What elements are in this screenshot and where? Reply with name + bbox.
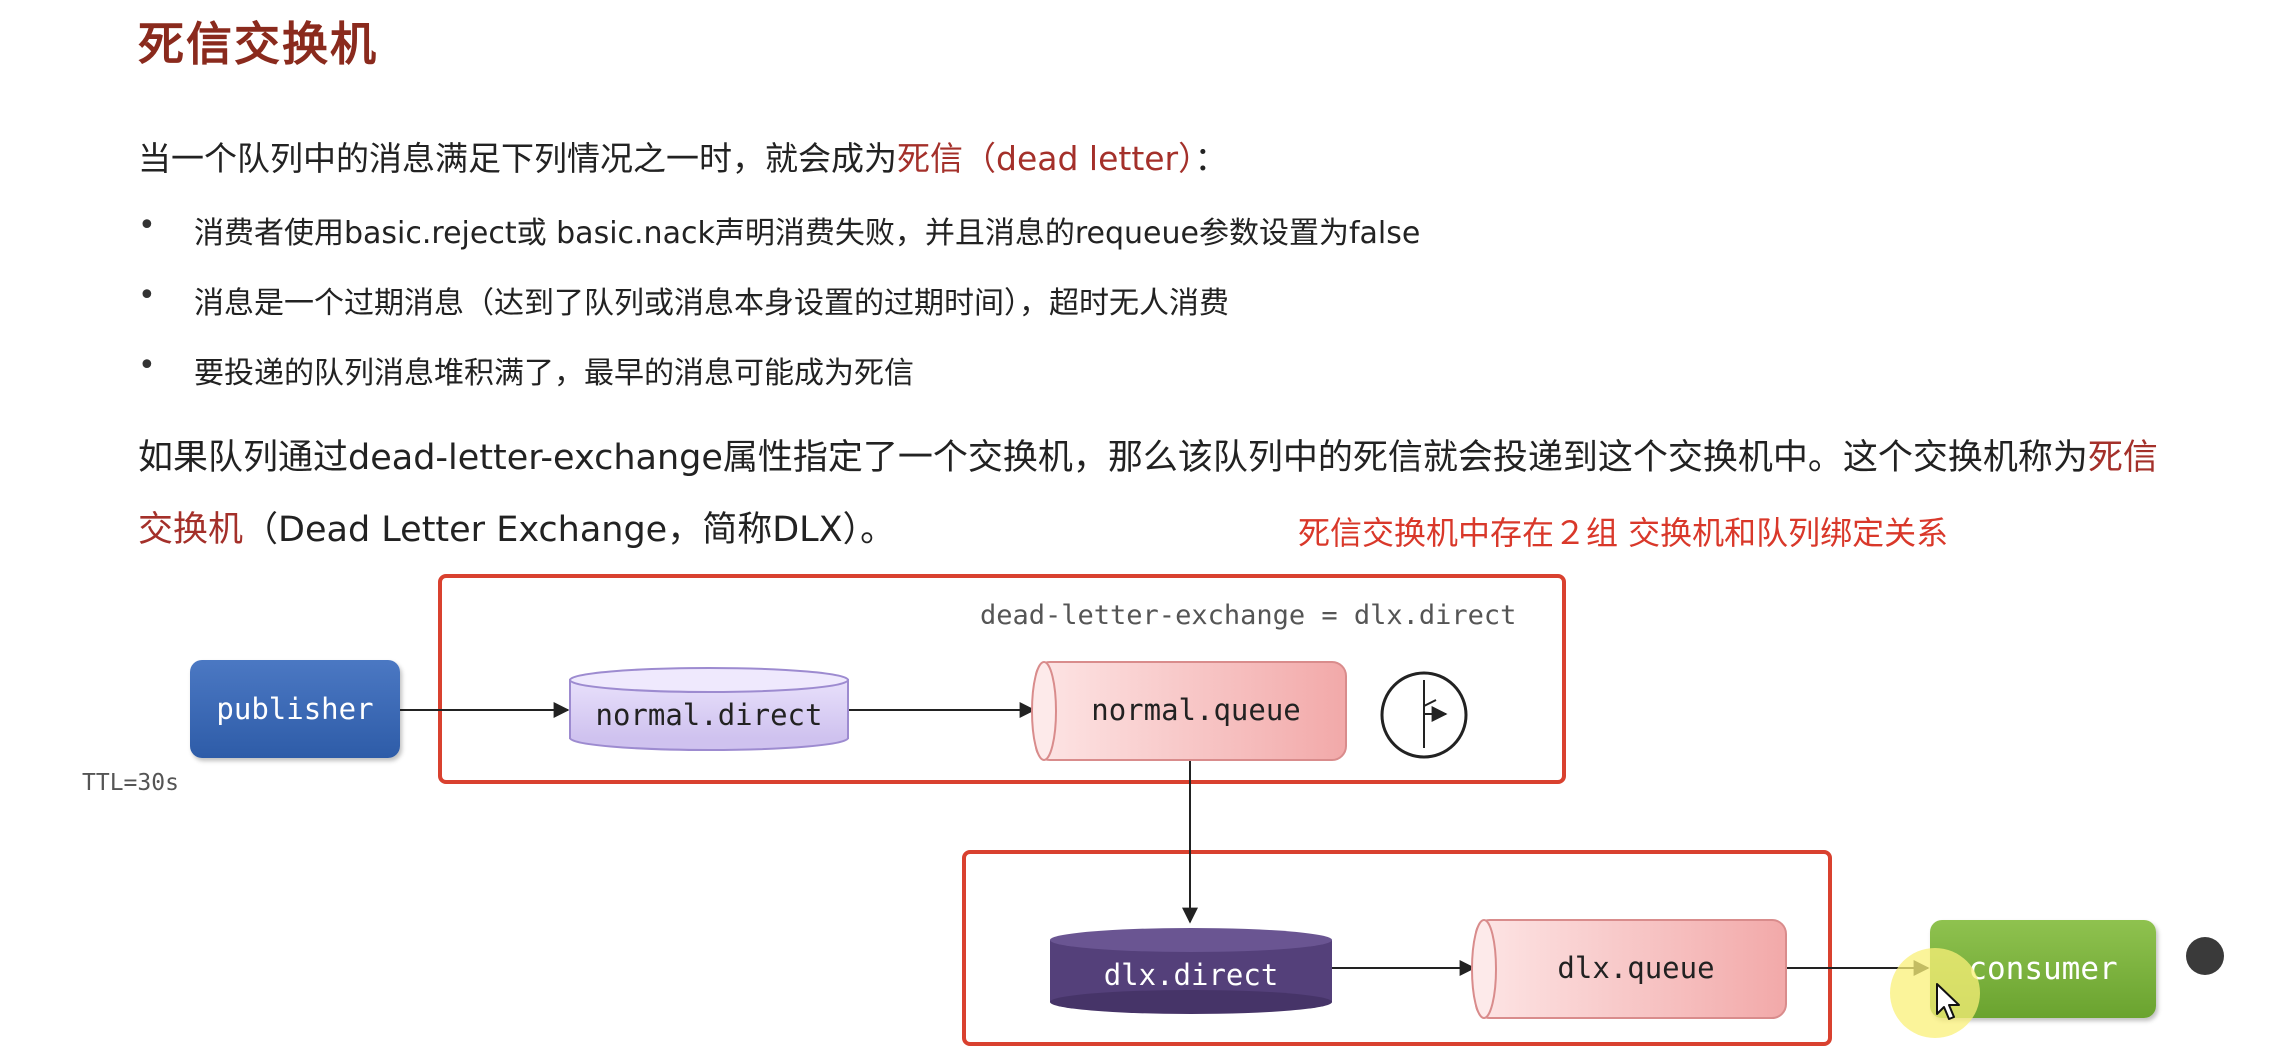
para-prefix: 如果队列通过dead-letter-exchange属性指定了一个交换机，那么该…: [138, 438, 2088, 478]
dlx-exchange-shape: [1050, 928, 1332, 1014]
recording-dot: [2186, 937, 2224, 975]
publisher-node: publisher: [190, 660, 400, 758]
dlx-queue-label: dlx.queue: [1557, 951, 1714, 985]
intro-text: 当一个队列中的消息满足下列情况之一时，就会成为死信（dead letter）：: [138, 132, 1228, 180]
cursor-icon: [1936, 983, 1960, 1020]
normal-binding-box: [438, 574, 1566, 784]
dlx-exchange-label: dlx.direct: [1104, 958, 1279, 992]
condition-list: 消费者使用basic.reject或 basic.nack声明消费失败，并且消息…: [138, 208, 1420, 418]
dlx-paragraph: 如果队列通过dead-letter-exchange属性指定了一个交换机，那么该…: [138, 422, 2158, 566]
annotation-text: 死信交换机中存在２组 交换机和队列绑定关系: [1298, 514, 1949, 552]
normal-queue-shape: [1031, 661, 1347, 761]
list-item: 要投递的队列消息堆积满了，最早的消息可能成为死信: [138, 348, 1420, 418]
ttl-label: TTL=30s: [82, 770, 179, 796]
normal-queue-label: normal.queue: [1091, 693, 1301, 727]
intro-prefix: 当一个队列中的消息满足下列情况之一时，就会成为: [138, 139, 897, 178]
normal-exchange-shape: [569, 667, 849, 751]
page-title: 死信交换机: [138, 17, 378, 71]
normal-exchange-label: normal.direct: [596, 698, 823, 732]
dlx-queue-shape: [1471, 919, 1787, 1019]
list-item: 消息是一个过期消息（达到了队列或消息本身设置的过期时间），超时无人消费: [138, 278, 1420, 348]
para-suffix: （Dead Letter Exchange，简称DLX）。: [243, 510, 896, 550]
dlx-binding-box: [962, 850, 1832, 1046]
cursor-highlight: [1890, 948, 1980, 1038]
dlx-config-label: dead-letter-exchange = dlx.direct: [980, 600, 1517, 631]
para-highlight: 死信交换机: [138, 438, 2158, 550]
list-item: 消费者使用basic.reject或 basic.nack声明消费失败，并且消息…: [138, 208, 1420, 278]
intro-highlight: 死信（dead letter）: [897, 139, 1195, 178]
intro-suffix: ：: [1194, 139, 1228, 178]
timer-icon: [1380, 671, 1468, 759]
